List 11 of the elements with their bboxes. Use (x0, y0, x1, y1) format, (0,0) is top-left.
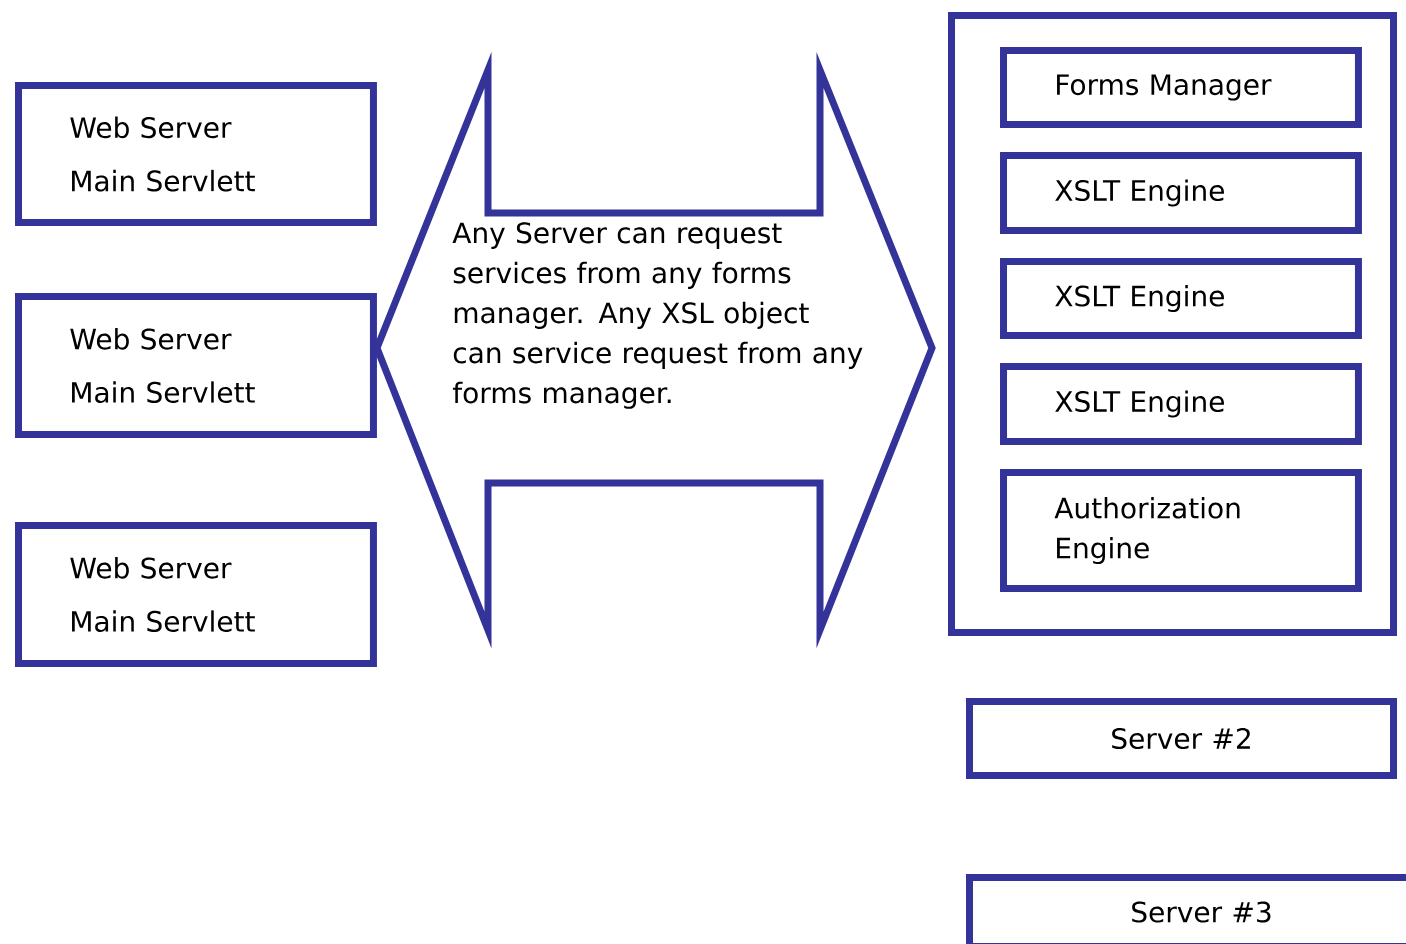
component-box: XSLT Engine (1000, 363, 1362, 445)
component-box: Authorization Engine (1000, 469, 1362, 592)
server-box (948, 12, 1397, 637)
component-box: Web Server Main Servlett (15, 293, 377, 438)
server-box: Server #3 (966, 874, 1406, 944)
component-box: XSLT Engine (1000, 152, 1362, 234)
component-box: Forms Manager (1000, 47, 1362, 128)
component-box: Web Server Main Servlett (15, 82, 377, 227)
component-box: Web Server Main Servlett (15, 522, 377, 667)
component-box: XSLT Engine (1000, 258, 1362, 339)
server-box: Server #2 (966, 698, 1397, 779)
